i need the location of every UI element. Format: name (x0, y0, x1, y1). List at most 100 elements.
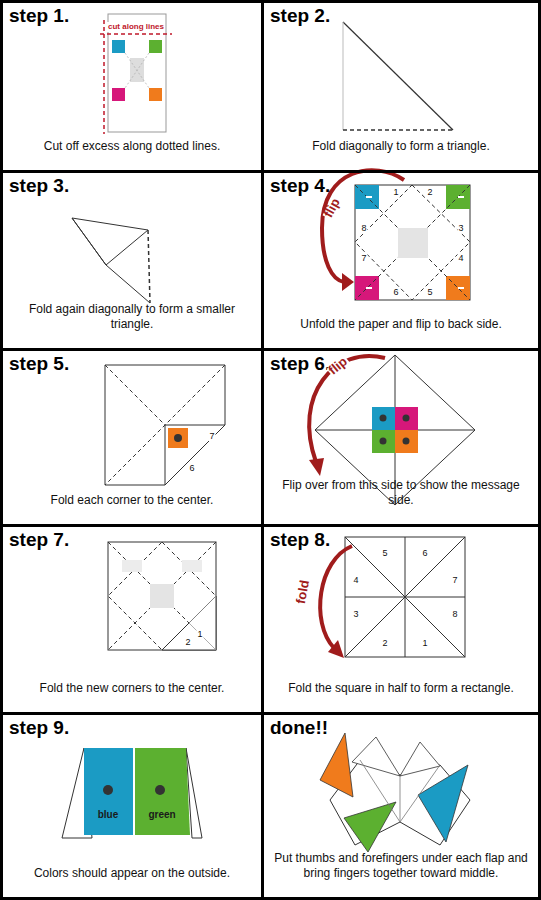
message-side (108, 542, 216, 650)
callout-number: 5 (426, 287, 433, 297)
triangle-fold (343, 129, 453, 131)
corner-fold (168, 428, 188, 448)
unfolded-sheet (342, 273, 354, 291)
callout-number: 4 (457, 253, 464, 263)
callout-number: 8 (360, 223, 367, 233)
step-caption: Fold again diagonally to form a smaller … (9, 302, 255, 332)
fortune-teller (320, 733, 353, 797)
numbered-square (345, 537, 465, 657)
fortune-teller (360, 760, 440, 822)
fortune-teller (320, 733, 470, 852)
step-heading: step 2. (270, 5, 330, 27)
paper-sheet (100, 14, 172, 134)
callout-number: 6 (421, 548, 428, 558)
paper-sheet (112, 40, 125, 53)
step-panel: step 4.Unfold the paper and flip to back… (261, 170, 541, 351)
folded-rectangle (103, 785, 113, 795)
triangle-fold (343, 22, 453, 130)
paper-sheet (103, 20, 105, 134)
step-heading: done!! (270, 717, 328, 739)
callout-number: 6 (392, 287, 399, 297)
message-side (108, 542, 216, 650)
folded-rectangle (62, 748, 202, 838)
folded-diamond (403, 415, 410, 422)
arrow-label: flip (323, 196, 342, 220)
step-heading: step 8. (270, 529, 330, 551)
folded-rectangle (84, 748, 133, 835)
unfolded-sheet (322, 170, 404, 282)
color-label: green (148, 810, 175, 820)
folded-diamond (403, 438, 410, 445)
unfolded-sheet (355, 185, 470, 300)
small-triangle (72, 218, 150, 303)
callout-number: 1 (196, 629, 203, 639)
message-side (162, 596, 216, 650)
small-triangle (148, 230, 150, 303)
fortune-teller (344, 802, 396, 852)
step-heading: step 9. (9, 717, 69, 739)
step-caption: Fold diagonally to form a triangle. (270, 139, 532, 154)
callout-number: 5 (381, 548, 388, 558)
folded-diamond (309, 458, 324, 476)
folded-diamond (380, 415, 387, 422)
message-side (108, 542, 216, 650)
fortune-teller (400, 742, 440, 776)
message-side (150, 584, 174, 608)
corner-fold (105, 365, 225, 485)
unfolded-sheet (366, 197, 464, 288)
cut-instruction: cut along lines (107, 22, 165, 32)
triangle-fold (343, 22, 344, 130)
step-panel: step 7.Fold the new corners to the cente… (0, 524, 264, 715)
paper-sheet (149, 40, 162, 53)
folded-diamond (395, 407, 418, 430)
step-panel: step 9.Colors should appear on the outsi… (0, 712, 264, 900)
step-heading: step 6. (270, 353, 330, 375)
callout-number: 3 (457, 223, 464, 233)
unfolded-sheet (355, 185, 470, 300)
step-panel: step 2. Fold diagonally to form a triangl… (261, 0, 541, 173)
message-side (108, 542, 216, 650)
fortune-teller (352, 737, 400, 776)
callout-number: 2 (184, 637, 191, 647)
paper-sheet (112, 88, 125, 101)
numbered-square (345, 537, 465, 657)
fortune-teller (418, 765, 468, 842)
folded-diamond (372, 407, 395, 430)
step-heading: step 5. (9, 353, 69, 375)
paper-sheet (149, 88, 162, 101)
step-panel: step 6.Flip over from this side to show … (261, 348, 541, 527)
step-heading: step 3. (9, 175, 69, 197)
numbered-square (320, 537, 465, 658)
step-caption: Put thumbs and forefingers under each fl… (270, 851, 532, 881)
step-panel: step 3. Fold again diagonally to form a s… (0, 170, 264, 351)
callout-number: 3 (352, 609, 359, 619)
folded-diamond (395, 430, 418, 453)
folded-diamond (380, 438, 387, 445)
corner-fold (105, 365, 225, 485)
numbered-square (328, 640, 344, 658)
step-heading: step 4. (270, 175, 330, 197)
paper-sheet (125, 53, 149, 88)
callout-number: 8 (451, 609, 458, 619)
step-caption: Fold each corner to the center. (9, 493, 255, 508)
callout-number: 1 (392, 187, 399, 197)
small-triangle (72, 218, 148, 265)
fortune-teller (330, 760, 470, 845)
step-panel: done!! Put thumbs and forefingers under e… (261, 712, 541, 900)
corner-fold (174, 434, 182, 442)
unfolded-sheet (355, 185, 470, 300)
callout-number: 7 (360, 253, 367, 263)
callout-number: 1 (421, 638, 428, 648)
step-heading: step 1. (9, 5, 69, 27)
callout-number: 2 (381, 638, 388, 648)
step-caption: Cut off excess along dotted lines. (9, 139, 255, 154)
triangle-fold (343, 22, 453, 130)
paper-sheet (100, 33, 172, 35)
callout-number: 7 (451, 575, 458, 585)
step-caption: Fold the square in half to form a rectan… (270, 681, 532, 696)
step-panel: step 5. Fold each corner to the center. (0, 348, 264, 527)
folded-rectangle (135, 748, 190, 835)
callout-number: 2 (426, 187, 433, 197)
